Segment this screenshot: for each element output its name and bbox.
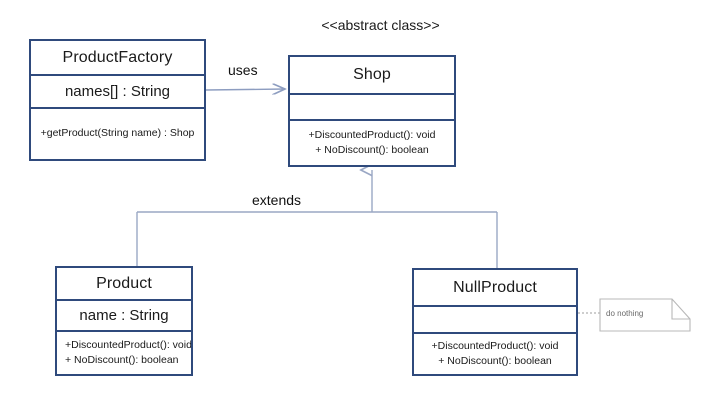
class-box-product[interactable]: Product name : String +DiscountedProduct…: [55, 266, 193, 376]
uses-relationship-label: uses: [228, 62, 258, 78]
class-box-nullproduct[interactable]: NullProduct +DiscountedProduct(): void +…: [412, 268, 578, 376]
class-operations-shop: +DiscountedProduct(): void + NoDiscount(…: [290, 119, 454, 165]
class-box-shop[interactable]: Shop +DiscountedProduct(): void + NoDisc…: [288, 55, 456, 167]
do-nothing-note: do nothing: [600, 299, 690, 331]
operation-line: +DiscountedProduct(): void: [431, 339, 559, 352]
abstract-class-stereotype: <<abstract class>>: [321, 17, 440, 33]
class-operations-product: +DiscountedProduct(): void + NoDiscount(…: [57, 330, 191, 374]
class-attributes-nullproduct: [414, 305, 576, 332]
class-operations-nullproduct: +DiscountedProduct(): void + NoDiscount(…: [414, 332, 576, 374]
class-name-product: Product: [96, 274, 152, 292]
operation-line: + NoDiscount(): boolean: [65, 354, 179, 366]
operation-line: + NoDiscount(): boolean: [438, 355, 552, 367]
class-name-nullproduct: NullProduct: [453, 278, 537, 296]
class-attributes-product: name : String: [57, 299, 191, 330]
uses-link-line: [205, 89, 285, 90]
class-operations-productfactory: +getProduct(String name) : Shop: [31, 107, 204, 159]
class-name-productfactory: ProductFactory: [62, 48, 173, 66]
class-attributes-productfactory: names[] : String: [31, 74, 204, 107]
note-label: do nothing: [606, 309, 644, 318]
operation-line: +DiscountedProduct(): void: [65, 338, 191, 351]
operation-line: +DiscountedProduct(): void: [308, 128, 436, 141]
class-name-shop: Shop: [353, 66, 391, 83]
operation-line: +getProduct(String name) : Shop: [40, 127, 195, 140]
extends-relationship-label: extends: [252, 192, 302, 208]
operation-line: + NoDiscount(): boolean: [315, 144, 429, 156]
class-attributes-shop: [290, 93, 454, 119]
class-box-productfactory[interactable]: ProductFactory names[] : String +getProd…: [29, 39, 206, 161]
